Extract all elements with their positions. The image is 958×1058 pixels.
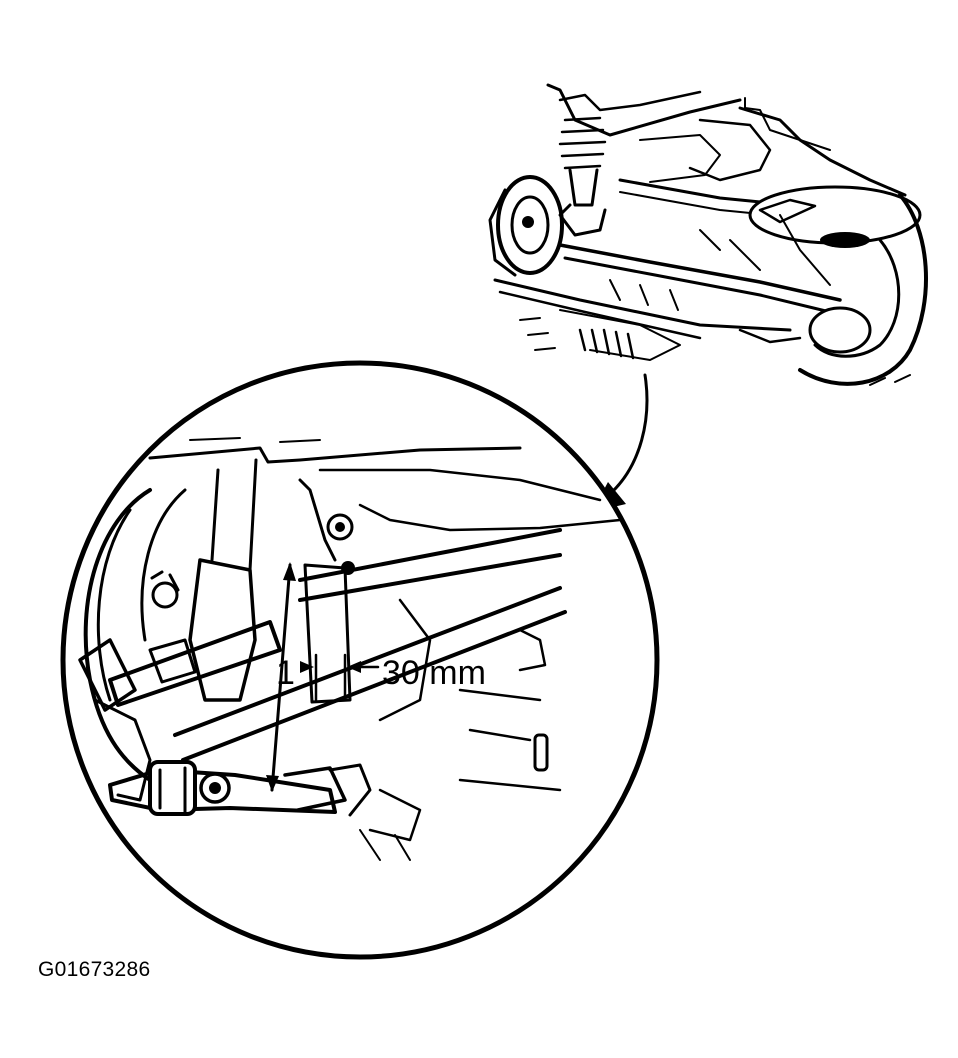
measurement-label-1: 1 bbox=[276, 654, 295, 692]
detail-view-circle: 1 30 mm bbox=[60, 360, 660, 960]
vehicle-underside-overview bbox=[488, 83, 929, 386]
figure-id-caption: G01673286 bbox=[38, 958, 151, 981]
measurement-label-30mm: 30 mm bbox=[382, 654, 486, 692]
